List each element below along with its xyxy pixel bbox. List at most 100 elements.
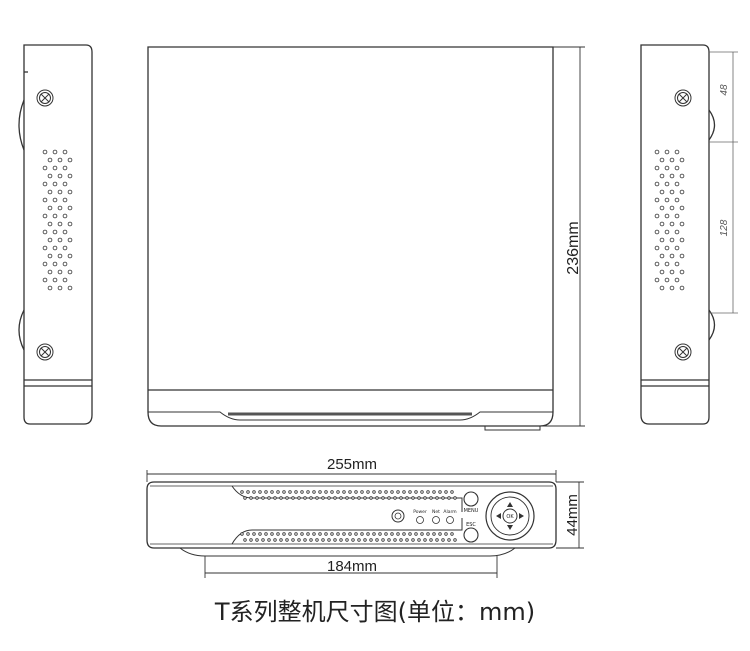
vent-hole [42, 149, 48, 155]
vent-hole [420, 490, 424, 494]
vent-hole [67, 205, 73, 211]
vent-hole [679, 157, 685, 163]
vent-hole [42, 229, 48, 235]
vent-hole [348, 532, 352, 536]
vent-hole [42, 181, 48, 187]
power-led-left [391, 509, 405, 523]
vent-hole [303, 538, 307, 542]
vent-hole [654, 165, 660, 171]
vent-hole [285, 496, 289, 500]
vent-hole [261, 496, 265, 500]
vent-hole [387, 496, 391, 500]
vent-hole [387, 538, 391, 542]
vent-hole [447, 538, 451, 542]
vent-hole [255, 496, 259, 500]
vent-hole [57, 269, 63, 275]
vent-hole [252, 532, 256, 536]
menu-button [463, 491, 479, 507]
vent-hole [47, 205, 53, 211]
vent-hole [679, 253, 685, 259]
vent-hole [321, 496, 325, 500]
vent-hole [288, 532, 292, 536]
vent-hole [47, 157, 53, 163]
vent-hole [429, 496, 433, 500]
vent-hole [321, 538, 325, 542]
vent-hole [62, 181, 68, 187]
vent-hole [414, 532, 418, 536]
vent-hole [674, 245, 680, 251]
vent-hole [318, 490, 322, 494]
height-dimension-line [556, 481, 584, 549]
vent-hole [324, 532, 328, 536]
vent-hole [243, 496, 247, 500]
vent-hole [354, 532, 358, 536]
side-offset-label: 48 [719, 84, 730, 96]
width-dimension-label: 255mm [327, 456, 377, 473]
vent-hole [333, 496, 337, 500]
vent-hole [664, 245, 670, 251]
vent-hole [306, 490, 310, 494]
vent-hole [669, 269, 675, 275]
vent-hole [276, 490, 280, 494]
vent-hole [659, 221, 665, 227]
vent-hole [369, 538, 373, 542]
vent-hole [300, 490, 304, 494]
vent-holes-right [654, 149, 685, 291]
vent-hole [408, 490, 412, 494]
vent-hole [381, 538, 385, 542]
vent-hole [333, 538, 337, 542]
vent-hole [330, 532, 334, 536]
vent-hole [654, 245, 660, 251]
vent-hole [42, 197, 48, 203]
vent-hole [659, 205, 665, 211]
vent-hole [279, 538, 283, 542]
vent-hole [52, 165, 58, 171]
net-indicator-label: Net [432, 509, 440, 515]
vent-hole [327, 538, 331, 542]
vent-hole [366, 490, 370, 494]
vent-hole [669, 221, 675, 227]
vent-hole [62, 261, 68, 267]
vent-hole [47, 285, 53, 291]
vent-hole [52, 197, 58, 203]
vent-hole [342, 490, 346, 494]
left-side-view [18, 44, 93, 425]
vent-hole [67, 157, 73, 163]
vent-hole [264, 532, 268, 536]
arrow-left-icon [496, 513, 501, 519]
vent-hole [345, 496, 349, 500]
vent-hole [67, 173, 73, 179]
inner-width-dimension-line [204, 556, 498, 578]
vent-hole [674, 197, 680, 203]
vent-hole [654, 149, 660, 155]
vent-hole [674, 181, 680, 187]
vent-hole [282, 532, 286, 536]
vent-hole [52, 229, 58, 235]
vent-hole [435, 538, 439, 542]
vent-hole [372, 490, 376, 494]
screw-icon [674, 343, 692, 361]
vent-hole [57, 189, 63, 195]
vent-hole [357, 496, 361, 500]
vent-hole [297, 538, 301, 542]
esc-button-label: ESC [466, 522, 476, 528]
vent-hole [327, 496, 331, 500]
vent-hole [348, 490, 352, 494]
vent-hole [42, 277, 48, 283]
indicator-leds [416, 516, 454, 524]
vent-hole [417, 496, 421, 500]
vent-hole [339, 496, 343, 500]
vent-hole [659, 269, 665, 275]
right-side-view [640, 44, 716, 425]
vent-hole [258, 490, 262, 494]
arrow-down-icon [507, 525, 513, 530]
esc-button [463, 527, 479, 543]
vent-hole [62, 149, 68, 155]
vent-hole [360, 532, 364, 536]
vent-hole [62, 197, 68, 203]
vent-hole [654, 181, 660, 187]
vent-hole [351, 538, 355, 542]
vent-hole [411, 538, 415, 542]
vent-hole [664, 277, 670, 283]
